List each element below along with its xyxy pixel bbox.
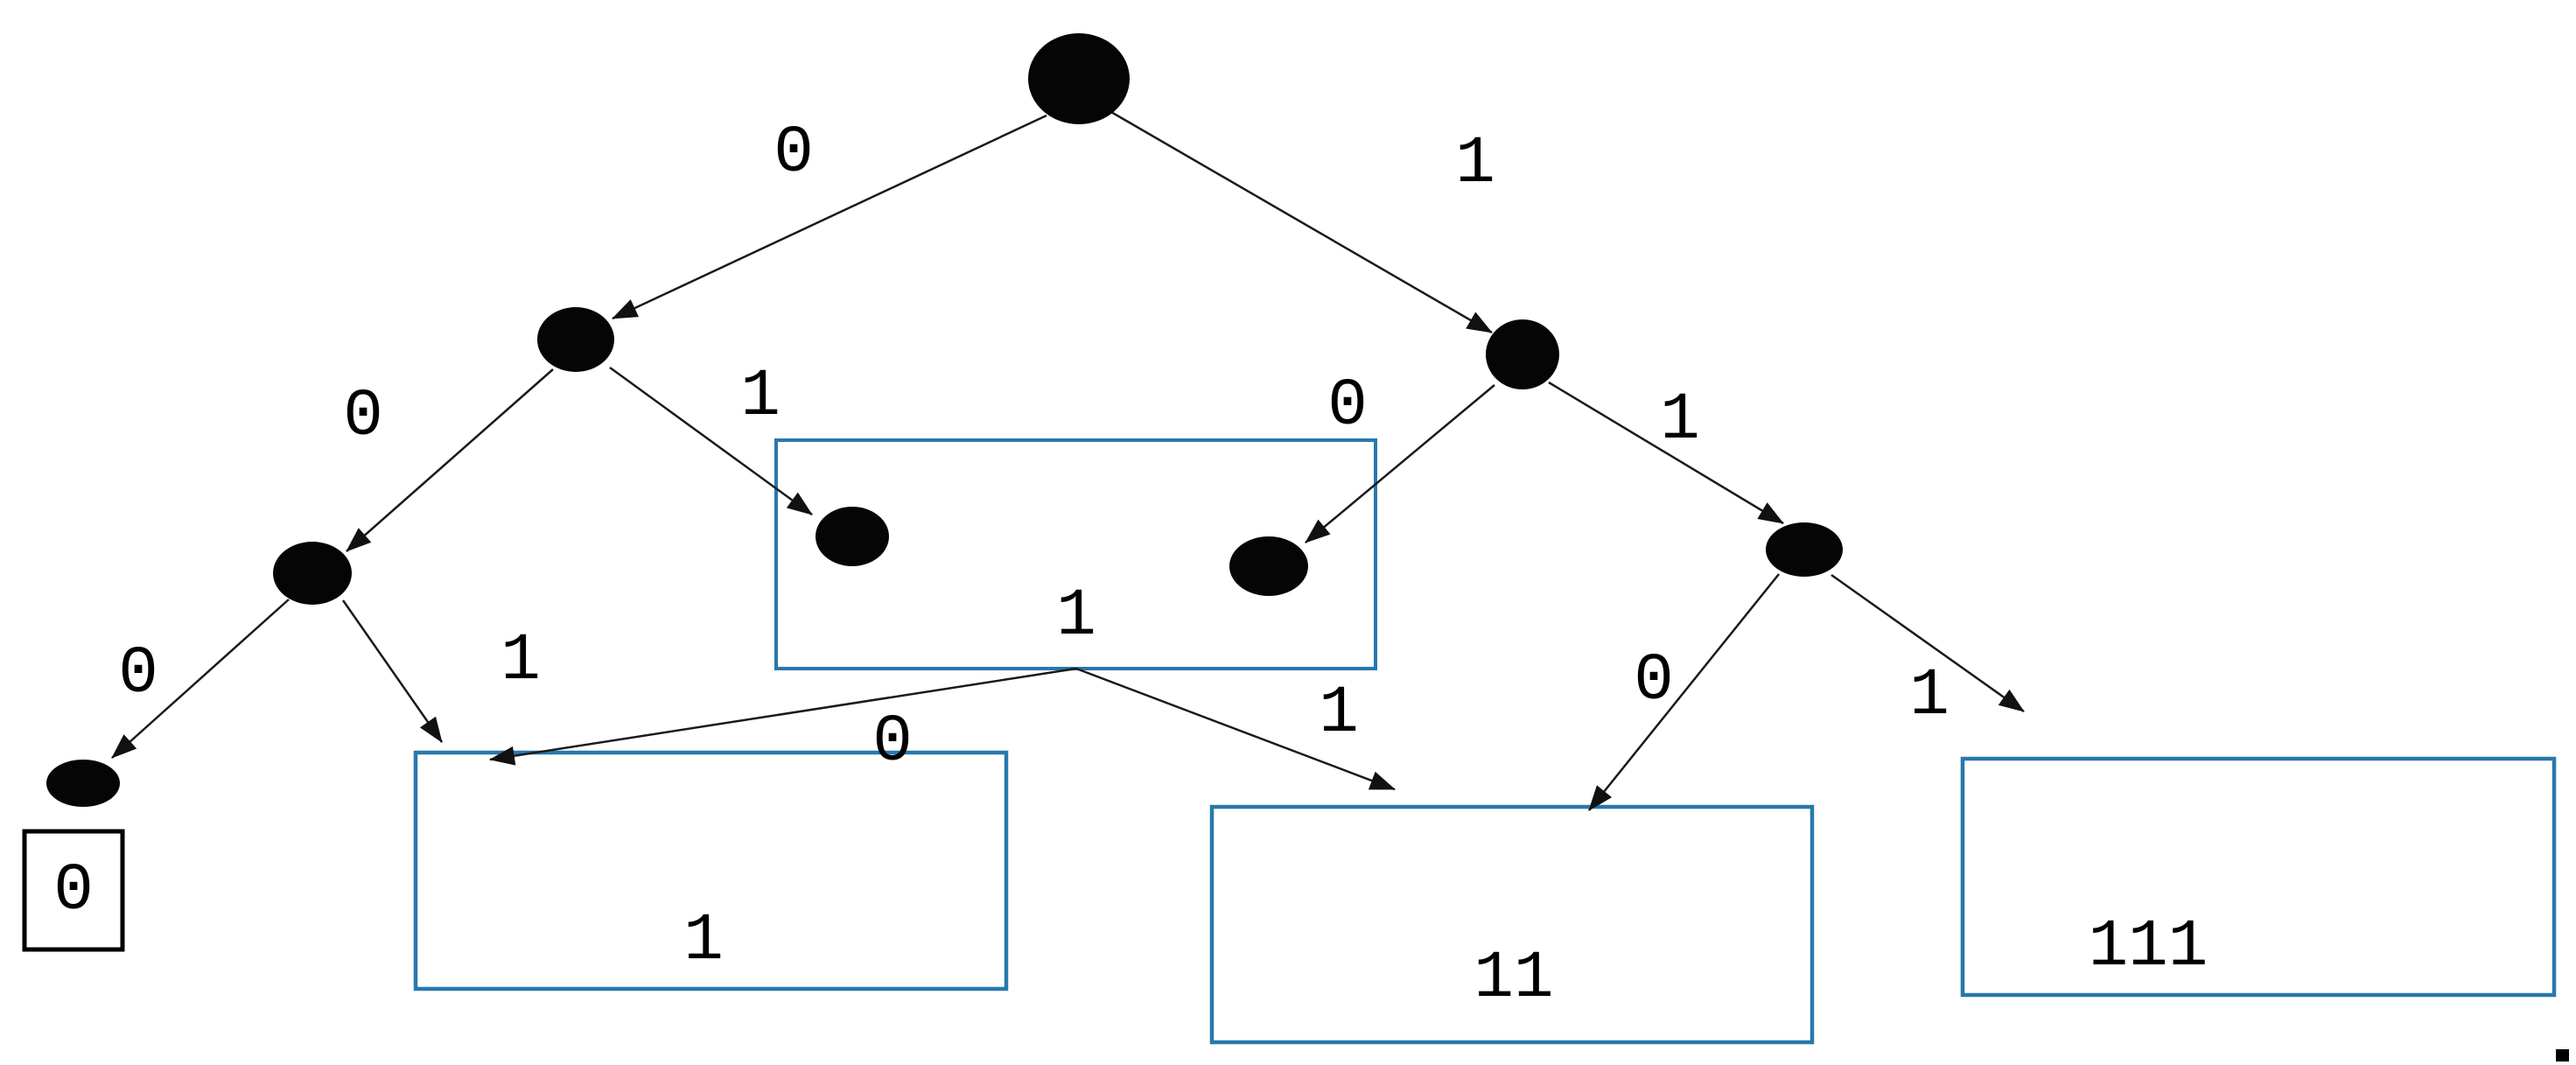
box-label-code-0: 0 xyxy=(53,853,94,928)
tree-node-left xyxy=(537,307,614,372)
box-code-111 xyxy=(1960,756,2557,998)
edges-layer xyxy=(111,110,2025,811)
edge-leftleft-to-leaf0 xyxy=(111,599,290,759)
edge-label-rightright-to-box11: 0 xyxy=(1634,643,1674,718)
edge-label-vertex-to-box11: 1 xyxy=(1319,676,1359,751)
edge-label-rightright-to-box111: 1 xyxy=(1909,658,1950,733)
edge-root-to-left xyxy=(612,114,1047,320)
box-label-merge-region: 1 xyxy=(1056,578,1096,654)
tree-node-left-left-left xyxy=(46,760,120,807)
box-code-0 xyxy=(22,829,125,952)
nodes-layer xyxy=(46,33,1843,807)
edge-label-root-to-right: 1 xyxy=(1455,126,1495,201)
tree-node-root xyxy=(1028,33,1130,124)
box-code-1 xyxy=(413,750,1009,991)
edge-left-to-leftright xyxy=(609,366,813,516)
tree-node-left-right xyxy=(816,507,889,566)
box-code-11 xyxy=(1209,804,1815,1045)
edge-label-left-to-leftleft: 0 xyxy=(343,379,383,454)
edge-label-right-to-rightleft: 0 xyxy=(1327,368,1368,444)
edge-right-to-rightleft xyxy=(1305,384,1495,543)
corner-mark xyxy=(2556,1049,2569,1061)
edge-label-right-to-rightright: 1 xyxy=(1660,382,1700,458)
tree-node-right-right xyxy=(1766,522,1843,577)
box-label-code-111: 111 xyxy=(2089,909,2208,984)
edge-label-leftleft-to-leaf0: 0 xyxy=(118,636,158,711)
edge-root-to-right xyxy=(1110,110,1493,334)
tree-node-right xyxy=(1486,319,1559,389)
edge-right-to-rightright xyxy=(1548,381,1784,525)
edge-label-leftleft-to-box1: 1 xyxy=(500,623,541,698)
tree-node-right-left xyxy=(1229,536,1308,596)
box-label-code-1: 1 xyxy=(683,903,724,978)
edge-vertex-to-box11 xyxy=(1075,667,1396,791)
edge-leftleft-to-box1 xyxy=(341,599,444,743)
edge-label-root-to-left: 0 xyxy=(774,116,814,191)
edge-label-vertex-to-box1: 0 xyxy=(872,704,913,780)
tree-node-left-left xyxy=(273,542,352,605)
edge-rightright-to-box11 xyxy=(1588,573,1780,811)
edge-rightright-to-box111 xyxy=(1830,573,2025,713)
edge-label-left-to-leftright: 1 xyxy=(740,359,780,434)
edge-vertex-to-box1 xyxy=(489,667,1077,766)
edge-left-to-leftleft xyxy=(346,368,554,552)
box-label-code-11: 11 xyxy=(1474,941,1553,1016)
